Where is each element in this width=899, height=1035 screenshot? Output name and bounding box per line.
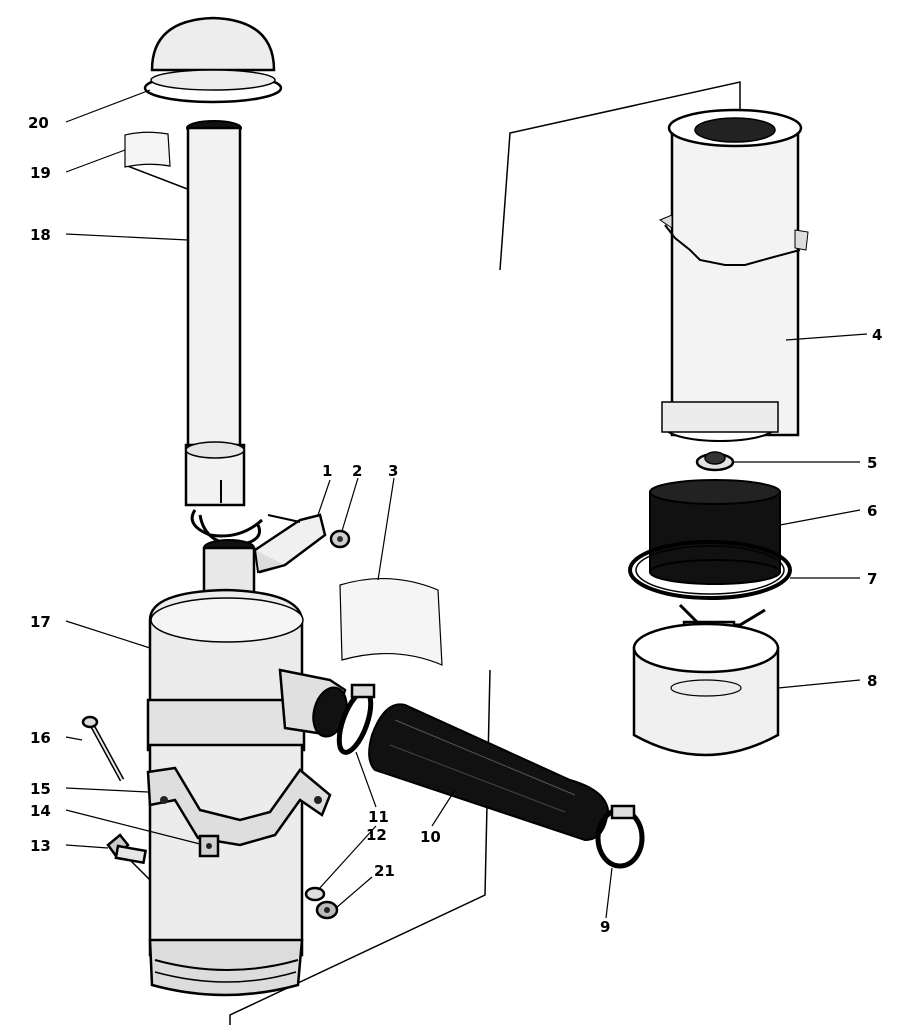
callout-3: 3	[388, 462, 398, 480]
callout-9: 9	[600, 918, 610, 936]
part-19-decal	[124, 131, 171, 168]
callout-1: 1	[322, 462, 332, 480]
callout-4: 4	[872, 326, 882, 344]
callout-11: 11	[368, 808, 389, 826]
callout-10: 10	[420, 828, 441, 846]
part-14-clip	[198, 834, 220, 858]
callout-16: 16	[30, 729, 51, 747]
part-21-nut	[315, 900, 339, 920]
part-4-filter-element	[658, 108, 809, 442]
callout-14: 14	[30, 802, 51, 820]
leader-lines	[65, 89, 868, 919]
part-5-wing-nut	[695, 451, 735, 472]
callout-labels: 20 19 18 1 2 3 4 5 6 7 8 9 10 11 12 13 1…	[28, 114, 882, 936]
callout-13: 13	[30, 837, 51, 855]
callout-21: 21	[374, 862, 395, 880]
callout-17: 17	[30, 613, 51, 631]
callout-6: 6	[867, 502, 877, 520]
part-13-bolt	[106, 833, 148, 865]
part-6-pre-cleaner	[649, 479, 781, 585]
callout-7: 7	[867, 570, 877, 588]
callout-8: 8	[867, 672, 877, 690]
part-2-nut	[329, 529, 351, 549]
callout-18: 18	[30, 226, 51, 244]
callout-15: 15	[30, 780, 51, 798]
callout-12: 12	[366, 826, 387, 844]
part-17-air-cleaner-body	[146, 539, 348, 997]
callout-20: 20	[28, 114, 49, 132]
part-11-hose-clamp	[336, 683, 376, 755]
callout-2: 2	[352, 462, 362, 480]
callout-5: 5	[867, 454, 877, 472]
part-8-dust-cup	[632, 622, 780, 757]
part-9-hose-clamp	[595, 804, 645, 869]
part-18-intake-tube	[184, 120, 246, 507]
part-15-strap	[146, 766, 332, 847]
part-1-mounting-bracket	[190, 509, 327, 574]
callout-19: 19	[30, 164, 51, 182]
part-10-hose	[368, 703, 610, 842]
part-12-washer	[304, 886, 326, 902]
part-20-rain-cap	[143, 16, 283, 104]
part-3-decal	[339, 577, 443, 666]
part-16-bolt	[81, 715, 125, 782]
